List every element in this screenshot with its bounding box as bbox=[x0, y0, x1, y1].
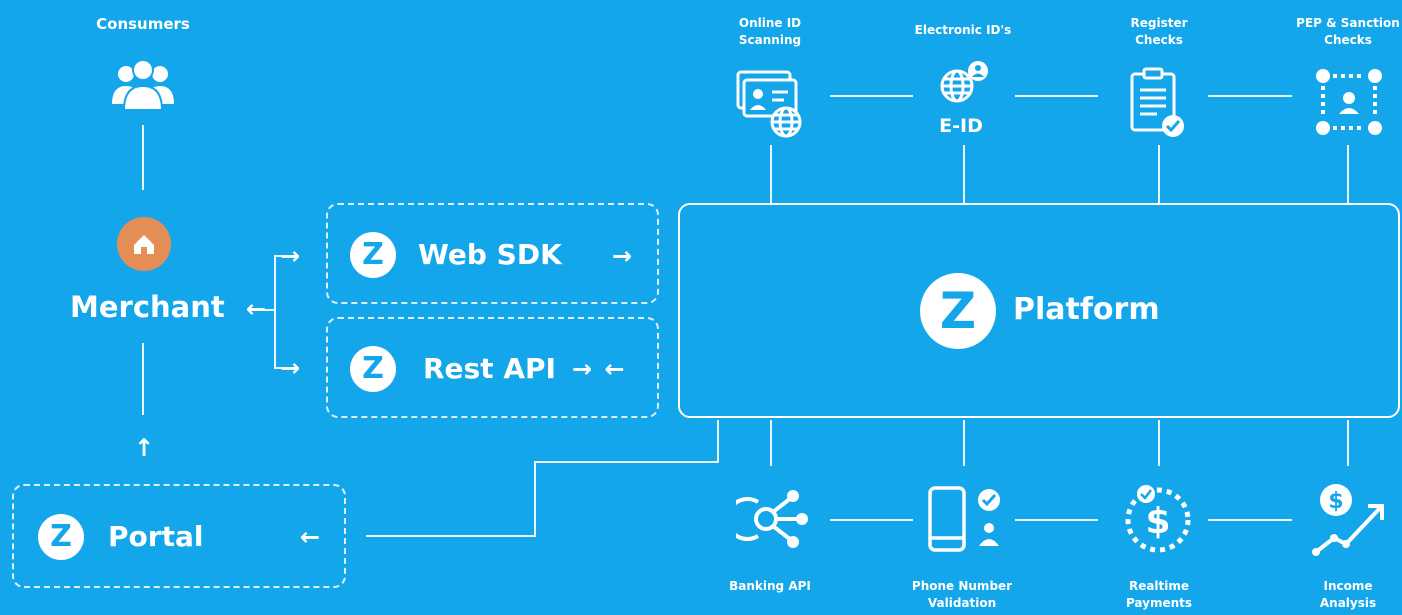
merchant-arrow: ← bbox=[246, 295, 267, 323]
dollar-growth-icon: $ bbox=[1312, 484, 1384, 556]
top-service-caption: PEP & Sanction Checks bbox=[1296, 16, 1400, 47]
top-service-caption: Electronic ID's bbox=[914, 23, 1012, 37]
z-logo-icon: Z bbox=[38, 514, 84, 560]
z-logo-icon: Z bbox=[350, 232, 396, 278]
z-logo-icon: Z bbox=[920, 273, 996, 349]
id-card-globe-icon bbox=[736, 70, 802, 138]
phone-check-icon bbox=[928, 486, 1000, 552]
top-service-caption: Register Checks bbox=[1130, 16, 1188, 47]
portal-arrow: ← bbox=[300, 523, 321, 551]
portal-box[interactable] bbox=[12, 484, 346, 588]
bottom-service-caption: Banking API bbox=[729, 579, 811, 593]
rest-arrows: → ← bbox=[572, 355, 627, 383]
arrow-to-sdk: → bbox=[280, 242, 301, 270]
top-service-caption: Online ID Scanning bbox=[738, 16, 802, 47]
e-id-badge: E-ID bbox=[939, 115, 983, 137]
bottom-service-caption: Phone Number Validation bbox=[911, 579, 1013, 610]
merchant-label: Merchant bbox=[70, 290, 225, 324]
network-user-icon bbox=[1316, 69, 1382, 135]
web-sdk-label: Web SDK bbox=[418, 238, 562, 271]
arrow-to-rest: → bbox=[280, 354, 301, 382]
users-group-icon bbox=[112, 59, 174, 111]
bottom-service-caption: Realtime Payments bbox=[1125, 579, 1193, 610]
web-sdk-box[interactable] bbox=[326, 203, 659, 304]
bottom-service-caption: Income Analysis bbox=[1319, 579, 1377, 610]
consumers-label: Consumers bbox=[96, 15, 190, 33]
network-hub-icon bbox=[736, 490, 808, 548]
rest-api-label: Rest API bbox=[423, 352, 556, 385]
svg-text:$: $ bbox=[1328, 489, 1343, 514]
house-icon bbox=[117, 217, 171, 271]
svg-text:$: $ bbox=[1145, 501, 1170, 542]
rest-api-box[interactable] bbox=[326, 317, 659, 418]
clipboard-check-icon bbox=[1130, 67, 1184, 137]
platform-box[interactable] bbox=[678, 203, 1400, 418]
portal-label: Portal bbox=[108, 520, 204, 553]
dollar-spinner-icon: $ bbox=[1125, 485, 1191, 553]
z-logo-icon: Z bbox=[350, 346, 396, 392]
globe-user-icon bbox=[940, 61, 988, 103]
up-arrow: ↑ bbox=[134, 434, 155, 462]
platform-label: Platform bbox=[1013, 292, 1160, 327]
sdk-arrow: → bbox=[612, 242, 633, 270]
